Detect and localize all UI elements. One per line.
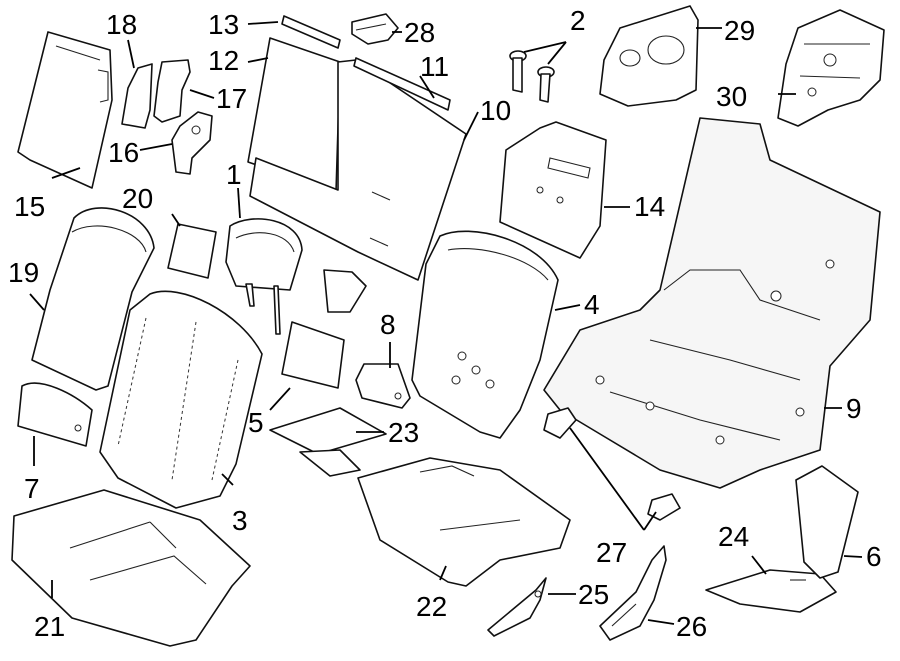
part-5-guide [281, 269, 367, 389]
part-17-bracket [153, 59, 191, 123]
callout-8: 8 [380, 309, 396, 340]
part-16-hinge [171, 111, 213, 175]
callout-12: 12 [208, 45, 239, 76]
part-30-bracket [777, 9, 885, 127]
part-2-bolts [509, 50, 555, 103]
part-18-bracket [121, 63, 153, 129]
callout-30: 30 [716, 81, 747, 112]
part-23-tray [269, 407, 387, 477]
part-7-bolster [17, 382, 93, 447]
callout-25: 25 [578, 579, 609, 610]
part-22-seat-cushion [357, 457, 571, 587]
part-21-seat-cushion [11, 489, 251, 647]
callout-11: 11 [420, 51, 449, 82]
part-14-frame-plate [499, 121, 607, 259]
callout-2: 2 [570, 5, 586, 36]
callout-28: 28 [404, 17, 435, 48]
callout-26: 26 [676, 611, 707, 642]
part-28-clip [351, 13, 399, 45]
callout-15: 15 [14, 191, 45, 222]
part-8-bolster [355, 363, 411, 409]
callout-7: 7 [24, 473, 40, 504]
callout-20: 20 [122, 183, 153, 214]
part-9-seat-frame [543, 117, 881, 489]
part-20-label [167, 223, 217, 279]
part-26-handle [599, 545, 667, 641]
part-24-pad [705, 569, 837, 613]
callout-27: 27 [596, 537, 627, 568]
callout-23: 23 [388, 417, 419, 448]
callout-9: 9 [846, 393, 862, 424]
part-19-back-cushion [31, 207, 155, 391]
part-15-back-panel [17, 31, 113, 189]
callout-3: 3 [232, 505, 248, 536]
part-3-back-cover [99, 290, 263, 509]
callout-19: 19 [8, 257, 39, 288]
part-1-headrest [225, 218, 303, 335]
callout-21: 21 [34, 611, 65, 642]
callout-4: 4 [584, 289, 600, 320]
part-25-trim [487, 577, 547, 637]
callout-18: 18 [106, 9, 137, 40]
callout-17: 17 [216, 83, 247, 114]
callout-1: 1 [226, 159, 242, 190]
callout-5: 5 [248, 407, 264, 438]
part-13-rail [281, 15, 341, 49]
part-11-rail [353, 57, 451, 111]
part-6-panel [795, 465, 859, 579]
callout-13: 13 [208, 9, 239, 40]
part-4-back-cushion [411, 230, 559, 439]
part-29-side-cover [599, 5, 699, 107]
callout-29: 29 [724, 15, 755, 46]
callout-16: 16 [108, 137, 139, 168]
callout-6: 6 [866, 541, 882, 572]
callout-22: 22 [416, 591, 447, 622]
leader-lines [29, 21, 863, 625]
callout-14: 14 [634, 191, 665, 222]
callout-labels: 1 2 3 4 5 6 7 8 9 10 11 12 13 14 15 16 1… [8, 5, 882, 642]
callout-24: 24 [718, 521, 749, 552]
callout-10: 10 [480, 95, 511, 126]
